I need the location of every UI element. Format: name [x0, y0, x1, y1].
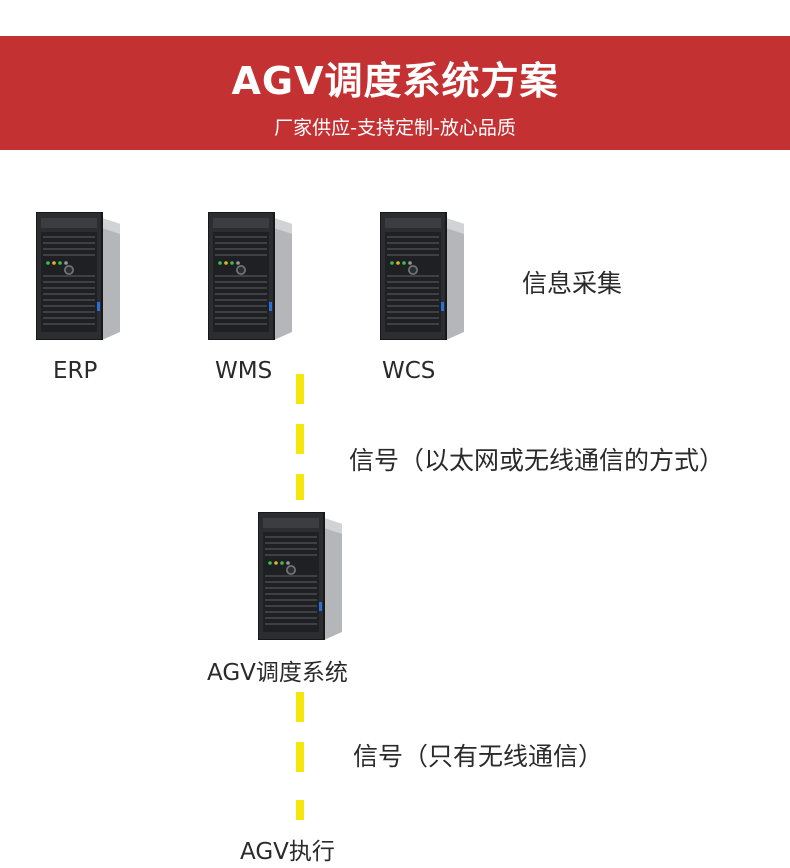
- page-title: AGV调度系统方案: [231, 59, 559, 103]
- agv-dispatch-server-icon: [258, 512, 342, 640]
- erp-server-icon: [36, 212, 120, 340]
- link-1-dash: [296, 374, 304, 404]
- link-2-dash: [296, 800, 304, 820]
- link-2-dash: [296, 692, 304, 722]
- wcs-server-icon: [380, 212, 464, 340]
- header-banner: AGV调度系统方案 厂家供应-支持定制-放心品质: [0, 36, 790, 150]
- wms-label: WMS: [215, 358, 273, 384]
- erp-label: ERP: [53, 358, 98, 384]
- agv-execution-label: AGV执行: [240, 839, 335, 865]
- info-collection-note: 信息采集: [522, 269, 623, 298]
- link-2-label: 信号（只有无线通信）: [353, 742, 604, 771]
- link-1-dash: [296, 474, 304, 500]
- page-subtitle: 厂家供应-支持定制-放心品质: [274, 117, 516, 139]
- wms-server-icon: [208, 212, 292, 340]
- link-1-dash: [296, 424, 304, 454]
- wcs-label: WCS: [382, 358, 436, 384]
- link-2-dash: [296, 742, 304, 772]
- link-1-label: 信号（以太网或无线通信的方式）: [349, 446, 725, 475]
- agv-dispatch-label: AGV调度系统: [207, 660, 348, 686]
